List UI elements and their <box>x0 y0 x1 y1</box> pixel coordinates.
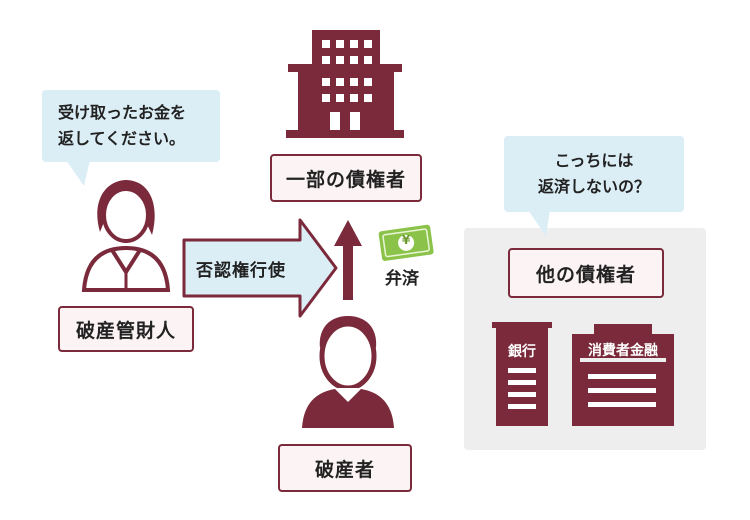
others-speech-line-2: 返済しないの？ <box>537 177 650 196</box>
repayment-label: 弁済 <box>385 269 419 289</box>
trustee-speech-bubble: 受け取ったお金を 返してください。 <box>42 90 220 162</box>
others-speech-bubble: こっちには 返済しないの？ <box>504 136 684 212</box>
bankrupt-label: 破産者 <box>278 444 412 492</box>
others-speech-line-1: こっちには <box>554 151 634 170</box>
avoidance-arrow-label: 否認権行使 <box>196 261 286 281</box>
money-currency-symbol: ¥ <box>401 233 411 247</box>
creditor-label: 一部の債権者 <box>270 154 422 202</box>
trustee-speech-line-1: 受け取ったお金を <box>58 103 187 122</box>
trustee-label: 破産管財人 <box>58 306 194 352</box>
bank-label: 銀行 <box>508 344 536 360</box>
other-creditors-label: 他の債権者 <box>508 248 664 298</box>
consumer-finance-label: 消費者金融 <box>588 343 658 359</box>
trustee-speech-line-2: 返してください。 <box>58 129 186 148</box>
